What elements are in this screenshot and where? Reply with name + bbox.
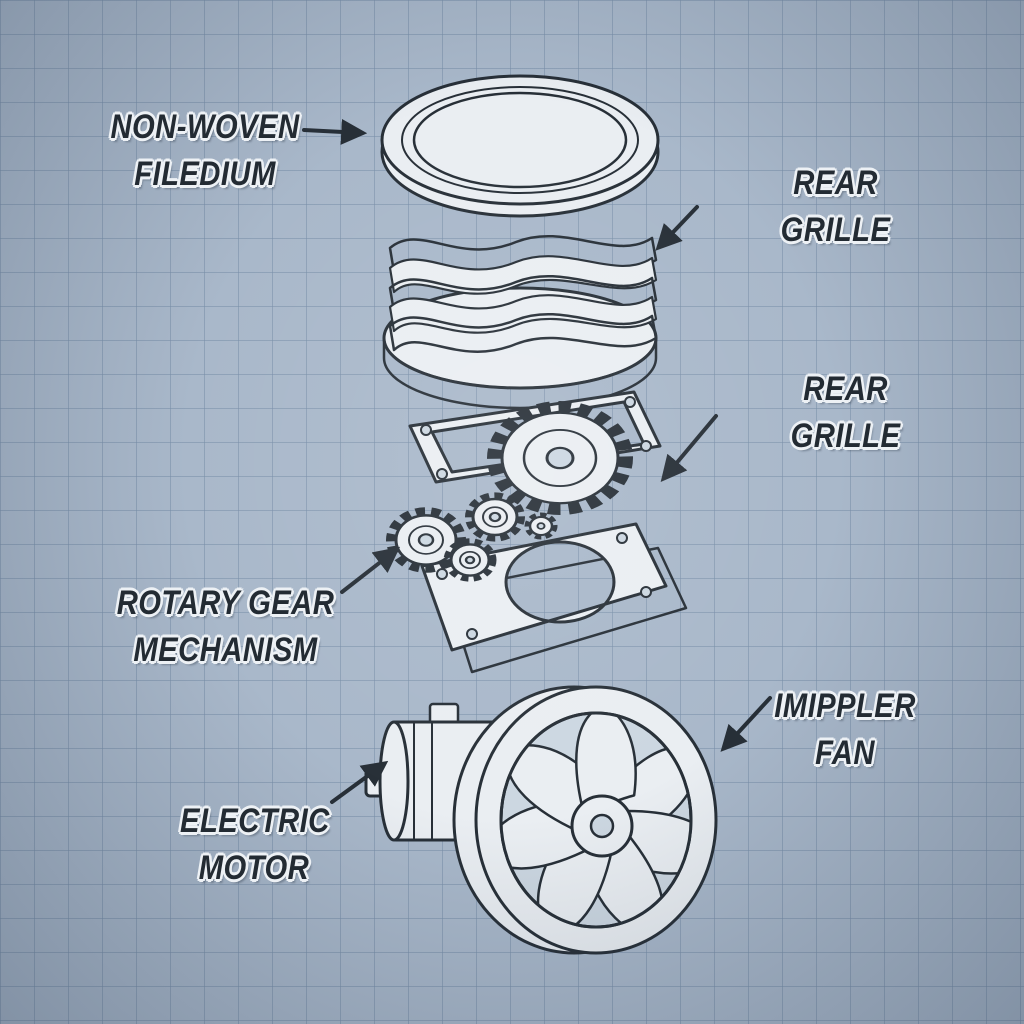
arrow-rear-grille-top [655,205,699,251]
label-non-woven-filter-medium: NON-WOVEN FILEDIUM [93,104,317,198]
label-line: ELECTRIC [180,802,330,840]
gear-cluster-drawing [386,492,558,582]
label-line: FAN [815,733,875,772]
arrow-electric-motor [330,760,389,804]
arrow-impeller-fan [720,696,772,752]
arrow-filter [302,118,368,145]
label-rear-grille-top: REAR GRILLE [743,160,928,254]
label-line: MECHANISM [133,630,318,669]
label-rear-grille-middle: REAR GRILLE [753,366,938,460]
small-gear-b [465,492,525,542]
arrow-rear-grille-mid [660,414,718,482]
small-gear-d [524,512,558,540]
label-line: MOTOR [198,848,310,887]
small-gear-a [386,507,466,573]
filter-disc-drawing [380,74,660,218]
callout-arrows [302,118,772,804]
arrow-rotary-gear [340,546,401,594]
label-rotary-gear-mechanism: ROTARY GEAR MECHANISM [107,580,344,674]
label-line: REAR GRILLE [780,164,891,249]
small-gear-c [443,538,497,582]
large-gear-drawing [487,401,633,515]
fan-blades [501,713,691,927]
label-impeller-fan: IMIPPLER FAN [772,683,918,777]
label-line: IMIPPLER [774,687,916,725]
label-line: REAR GRILLE [790,370,901,455]
label-line: ROTARY GEAR [116,584,335,622]
label-line: FILEDIUM [134,154,276,193]
label-line: NON-WOVEN [110,108,300,146]
impeller-fan-drawing [452,685,718,955]
label-electric-motor: ELECTRIC MOTOR [180,798,330,892]
